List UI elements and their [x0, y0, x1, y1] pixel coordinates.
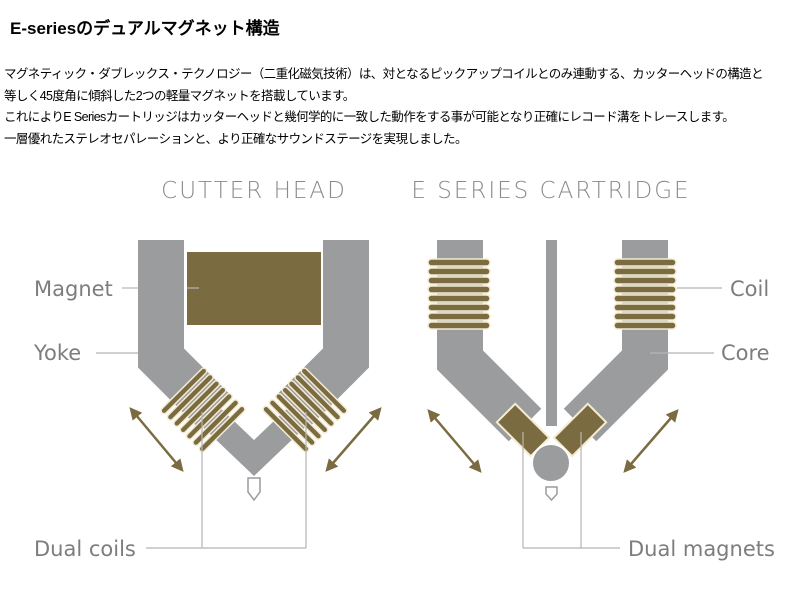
yoke-tip	[203, 408, 305, 476]
label-dual-magnets: Dual magnets	[628, 537, 775, 561]
label-core: Core	[721, 341, 770, 365]
label-yoke: Yoke	[33, 341, 81, 365]
cantilever-rod	[546, 240, 557, 426]
motion-arrow-icon	[325, 407, 382, 472]
stylus-tip-icon	[545, 486, 558, 502]
leader-lines	[96, 287, 307, 549]
cutter-head-heading: CUTTER HEAD	[161, 178, 347, 204]
paragraph-line: これによりE Seriesカートリッジはカッターヘッドと幾何学的に一致した動作を…	[4, 110, 735, 124]
pivot-ball	[531, 443, 571, 483]
label-coil: Coil	[730, 277, 769, 301]
e-series-cartridge-diagram: E SERIES CARTRIDGE Coil Core Dual magnet…	[411, 178, 775, 561]
label-dual-coils: Dual coils	[34, 537, 136, 561]
paragraph-line: 等しく45度角に傾斜した2つの軽量マグネットを搭載しています。	[4, 88, 355, 103]
motion-arrow-icon	[427, 409, 482, 473]
cutter-head-diagram: CUTTER HEAD Magnet Yoke Dual coils	[33, 178, 382, 561]
magnet-block	[187, 252, 321, 325]
paragraph-line: マグネティック・ダブレックス・テクノロジー（二重化磁気技術）は、対となるピックア…	[4, 67, 764, 81]
e-series-heading: E SERIES CARTRIDGE	[411, 178, 690, 204]
cutting-stylus-icon	[247, 477, 261, 502]
label-magnet: Magnet	[34, 277, 113, 301]
magnet-right	[552, 402, 608, 458]
page-title: E-seriesのデュアルマグネット構造	[10, 19, 280, 38]
paragraph-line: 一層優れたステレオセパレーションと、より正確なサウンドステージを実現しました。	[4, 131, 467, 146]
description: マグネティック・ダブレックス・テクノロジー（二重化磁気技術）は、対となるピックア…	[4, 64, 800, 150]
leader-lines	[522, 287, 722, 549]
motion-arrow-icon	[129, 407, 184, 472]
motion-arrow-icon	[623, 409, 679, 473]
